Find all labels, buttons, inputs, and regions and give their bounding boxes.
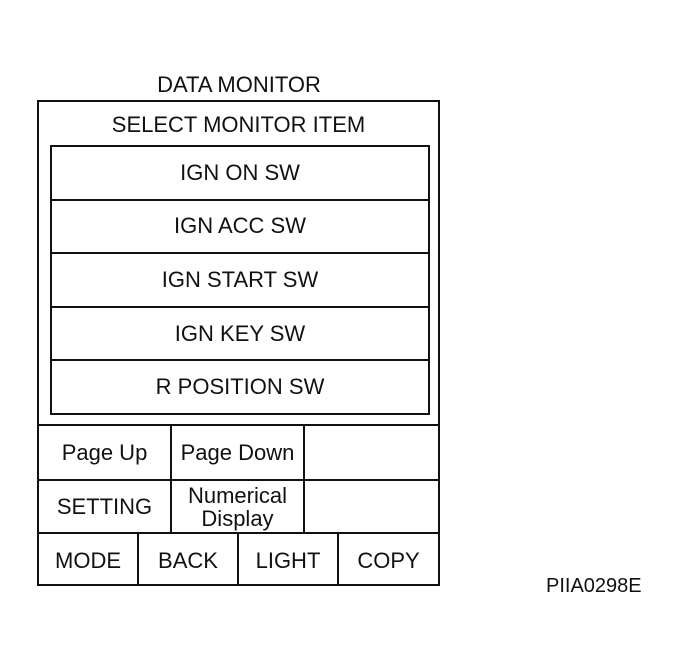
screen-title: DATA MONITOR	[157, 72, 321, 97]
page-down-button[interactable]: Page Down	[172, 426, 305, 479]
numerical-display-button[interactable]: Numerical Display	[172, 481, 305, 532]
figure-code: PIIA0298E	[546, 575, 642, 597]
monitor-item-r-position-sw[interactable]: R POSITION SW	[155, 374, 325, 400]
monitor-item-ign-acc-sw[interactable]: IGN ACC SW	[52, 201, 428, 255]
back-button[interactable]: BACK	[139, 534, 239, 586]
empty-cell	[305, 426, 438, 479]
panel-subtitle: SELECT MONITOR ITEM	[111, 112, 366, 137]
setting-button[interactable]: SETTING	[39, 481, 172, 532]
control-row-function: MODE BACK LIGHT COPY	[39, 534, 438, 586]
copy-button[interactable]: COPY	[357, 547, 420, 573]
control-row-display: SETTING Numerical Display	[39, 481, 438, 534]
page-up-button[interactable]: Page Up	[39, 426, 172, 479]
mode-button[interactable]: MODE	[39, 534, 139, 586]
monitor-item-ign-start-sw[interactable]: IGN START SW	[52, 254, 428, 308]
monitor-item-ign-key-sw[interactable]: IGN KEY SW	[52, 308, 428, 362]
control-row-paging: Page Up Page Down	[39, 426, 438, 481]
empty-cell	[305, 481, 438, 532]
monitor-item-list: IGN ON SW IGN ACC SW IGN START SW IGN KE…	[50, 145, 430, 415]
monitor-item-ign-on-sw[interactable]: IGN ON SW	[52, 147, 428, 201]
data-monitor-panel: SELECT MONITOR ITEM IGN ON SW IGN ACC SW…	[37, 100, 440, 586]
light-button[interactable]: LIGHT	[239, 534, 339, 586]
control-grid: Page Up Page Down SETTING Numerical Disp…	[39, 424, 438, 586]
